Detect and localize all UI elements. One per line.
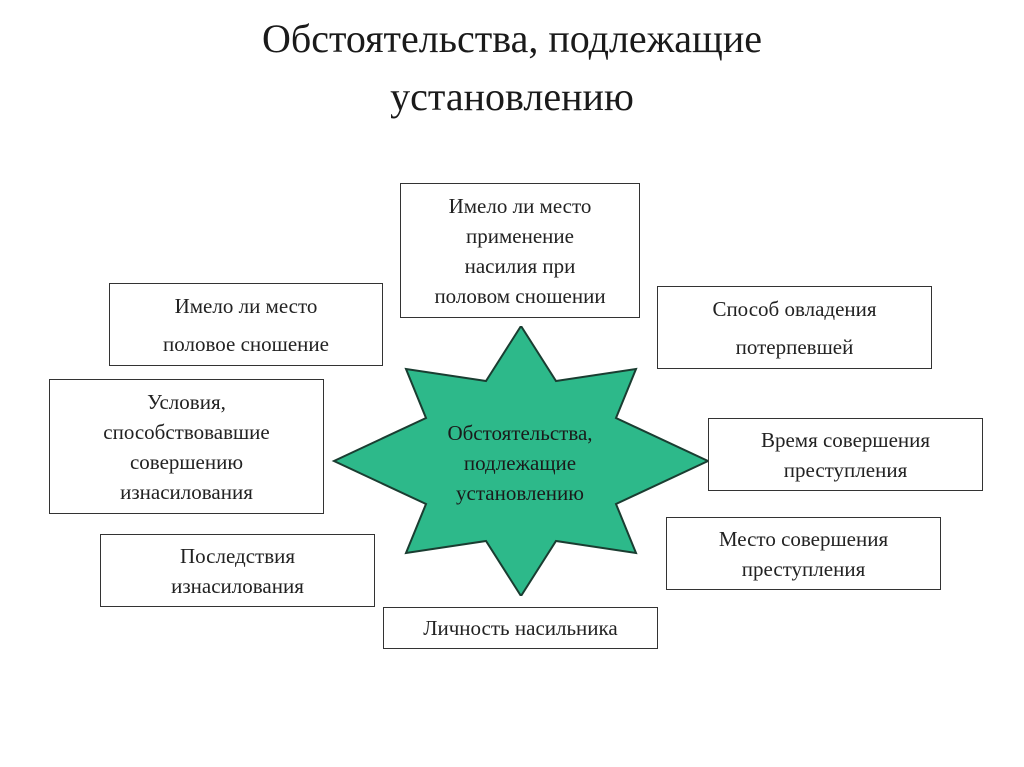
center-label-line-1: Обстоятельства, — [447, 421, 593, 445]
star-polygon — [331, 326, 711, 596]
box-conditions-line-1: Условия, — [147, 389, 226, 414]
box-violence-line-3: насилия при — [464, 253, 576, 278]
box-intercourse-line-1: Имело ли место — [174, 293, 318, 318]
center-label-line-2: подлежащие — [463, 451, 577, 475]
box-method-line-2: потерпевшей — [735, 334, 854, 359]
box-time: Время совершения преступления — [708, 418, 983, 491]
diagram-title: Обстоятельства, подлежащие установлению — [0, 10, 1024, 126]
box-place: Место совершения преступления — [666, 517, 941, 590]
box-consequences-line-2: изнасилования — [171, 573, 304, 598]
box-offender: Личность насильника — [383, 607, 658, 649]
box-intercourse: Имело ли место половое сношение — [109, 283, 383, 366]
box-intercourse-line-2: половое сношение — [163, 331, 329, 356]
box-violence: Имело ли место применение насилия при по… — [400, 183, 640, 318]
center-star-shape — [331, 326, 711, 596]
box-violence-line-1: Имело ли место — [448, 193, 592, 218]
title-line-1: Обстоятельства, подлежащие — [261, 16, 763, 61]
box-conditions-line-3: совершению — [129, 449, 244, 474]
box-time-line-2: преступления — [783, 457, 908, 482]
box-conditions: Условия, способствовавшие совершению изн… — [49, 379, 324, 514]
box-violence-line-2: применение — [466, 223, 574, 248]
box-method: Способ овладения потерпевшей — [657, 286, 932, 369]
box-conditions-line-4: изнасилования — [120, 479, 253, 504]
center-label-line-3: установлению — [456, 481, 584, 505]
center-label: Обстоятельства, подлежащие установлению — [400, 418, 640, 508]
box-offender-line-1: Личность насильника — [423, 616, 618, 640]
box-place-line-2: преступления — [741, 556, 866, 581]
box-time-line-1: Время совершения — [760, 427, 931, 452]
box-place-line-1: Место совершения — [718, 526, 889, 551]
box-conditions-line-2: способствовавшие — [103, 419, 270, 444]
box-method-line-1: Способ овладения — [712, 296, 877, 321]
box-violence-line-4: половом сношении — [434, 283, 606, 308]
title-line-2: установлению — [390, 74, 634, 119]
box-consequences-line-1: Последствия — [179, 543, 296, 568]
box-consequences: Последствия изнасилования — [100, 534, 375, 607]
